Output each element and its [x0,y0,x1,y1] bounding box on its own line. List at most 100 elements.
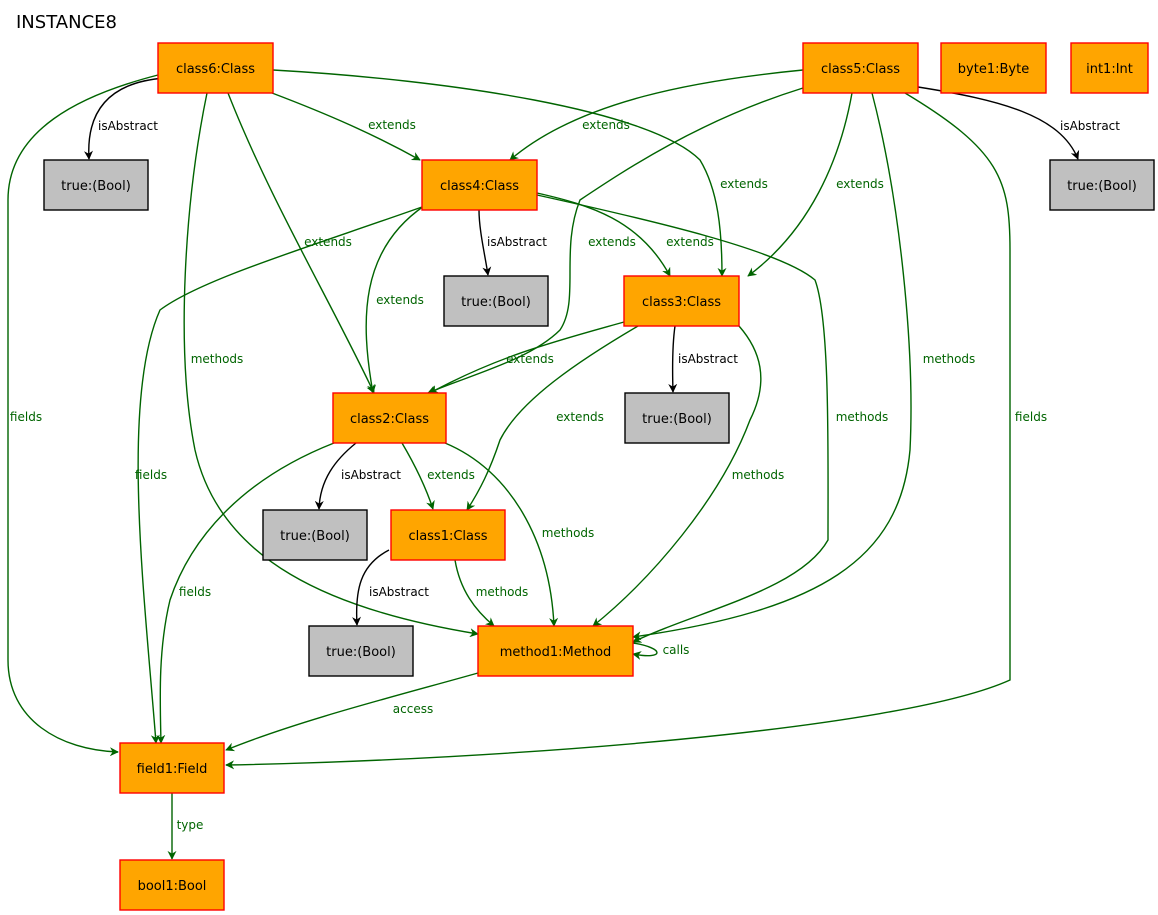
node-box-class1 [390,509,506,561]
node-box-true2 [262,509,368,561]
node-box-class5 [802,42,919,94]
edge-label-extends: extends [582,118,630,132]
node-label-class3: class3:Class [642,295,721,310]
diagram-title: INSTANCE8 [16,12,117,33]
node-class1[interactable]: class1:Class [390,509,506,561]
node-label-class1: class1:Class [408,529,487,544]
edge-label-methods: methods [923,352,976,366]
edge-label-type: type [177,818,204,832]
edge-label-extends: extends [720,177,768,191]
edge-label-extends: extends [304,235,352,249]
edge-class5-class2-extends [427,87,804,394]
node-box-true6 [43,159,149,211]
edge-class4-class3-extends [536,192,671,277]
edge-label-extends: extends [506,352,554,366]
edge-label-extends: extends [836,177,884,191]
edge-class4-field1-fields [137,206,423,744]
edge-label-isAbstract: isAbstract [98,119,158,133]
edge-class5-true5-isAbstract [917,86,1080,160]
edge-label-fields: fields [179,585,211,599]
edge-label-extends: extends [368,118,416,132]
edge-class2-field1-fields [156,442,335,744]
edge-label-methods: methods [476,585,529,599]
edge-label-extends: extends [376,293,424,307]
edge-class3-method1-methods [592,325,762,627]
node-class3[interactable]: class3:Class [623,275,740,327]
node-true2[interactable]: true:(Bool) [262,509,368,561]
node-label-true6: true:(Bool) [61,179,131,194]
edge-label-fields: fields [1015,410,1047,424]
node-true3[interactable]: true:(Bool) [624,392,730,444]
edge-class1-method1-methods [454,559,495,627]
edge-class2-method1-methods [444,442,559,627]
node-box-class2 [332,392,447,444]
node-box-class3 [623,275,740,327]
node-box-true3 [624,392,730,444]
edge-label-isAbstract: isAbstract [1060,119,1120,133]
node-box-field1 [119,742,225,794]
node-label-class5: class5:Class [821,62,900,77]
edge-label-isAbstract: isAbstract [487,235,547,249]
node-label-true2: true:(Bool) [280,529,350,544]
edge-label-isAbstract: isAbstract [341,468,401,482]
node-true4[interactable]: true:(Bool) [443,275,549,327]
nodes-layer: class6:Class class5:Class byte1:Byte int1:I… [43,42,1155,911]
node-int1[interactable]: int1:Int [1070,42,1149,94]
node-bool1[interactable]: bool1:Bool [119,859,225,911]
node-true6[interactable]: true:(Bool) [43,159,149,211]
edge-class4-true4-isAbstract [478,209,492,276]
node-box-int1 [1070,42,1149,94]
edge-class4-class2-extends [365,205,425,394]
edge-method1-field1-access [225,672,479,752]
node-label-true3: true:(Bool) [642,412,712,427]
node-class5[interactable]: class5:Class [802,42,919,94]
edge-class1-true1-isAbstract [352,549,390,626]
node-box-bool1 [119,859,225,911]
node-true1[interactable]: true:(Bool) [308,625,414,677]
node-label-true5: true:(Bool) [1067,179,1137,194]
node-box-class6 [157,42,274,94]
node-method1[interactable]: method1:Method [477,625,634,677]
edge-class2-true2-isAbstract [314,442,357,510]
node-label-bool1: bool1:Bool [138,879,207,894]
node-field1[interactable]: field1:Field [119,742,225,794]
edge-class3-class1-extends [466,325,639,511]
edge-label-calls: calls [663,643,690,657]
edge-label-access: access [393,702,433,716]
node-class4[interactable]: class4:Class [421,159,538,211]
node-box-true1 [308,625,414,677]
edge-class2-class1-extends [401,442,435,510]
edge-class5-method1-methods [632,92,912,641]
node-label-class4: class4:Class [440,179,519,194]
node-true5[interactable]: true:(Bool) [1049,159,1155,211]
node-box-method1 [477,625,634,677]
node-class2[interactable]: class2:Class [332,392,447,444]
node-byte1[interactable]: byte1:Byte [940,42,1047,94]
node-label-int1: int1:Int [1086,62,1133,77]
node-label-field1: field1:Field [137,762,208,777]
node-label-class2: class2:Class [350,412,429,427]
node-box-class4 [421,159,538,211]
edge-label-fields: fields [135,468,167,482]
edge-method1-method1-calls [632,642,658,660]
node-label-true1: true:(Bool) [326,645,396,660]
edge-class6-class4-extends [271,92,421,161]
edge-label-extends: extends [588,235,636,249]
node-label-method1: method1:Method [500,645,612,660]
node-box-true5 [1049,159,1155,211]
edge-class5-field1-fields [225,92,1011,770]
node-class6[interactable]: class6:Class [157,42,274,94]
node-label-true4: true:(Bool) [461,295,531,310]
edge-class5-class4-extends [509,69,804,161]
node-box-byte1 [940,42,1047,94]
edge-label-extends: extends [556,410,604,424]
edge-class3-true3-isAbstract [668,325,678,393]
edge-class6-field1-fields [7,74,159,757]
edge-label-extends: extends [666,235,714,249]
node-label-class6: class6:Class [176,62,255,77]
edge-class3-class2-extends [429,321,625,394]
edge-label-isAbstract: isAbstract [678,352,738,366]
edge-class4-method1-methods [536,194,829,643]
edges-layer: isAbstract extends extends extends methods fi… [7,69,1120,860]
